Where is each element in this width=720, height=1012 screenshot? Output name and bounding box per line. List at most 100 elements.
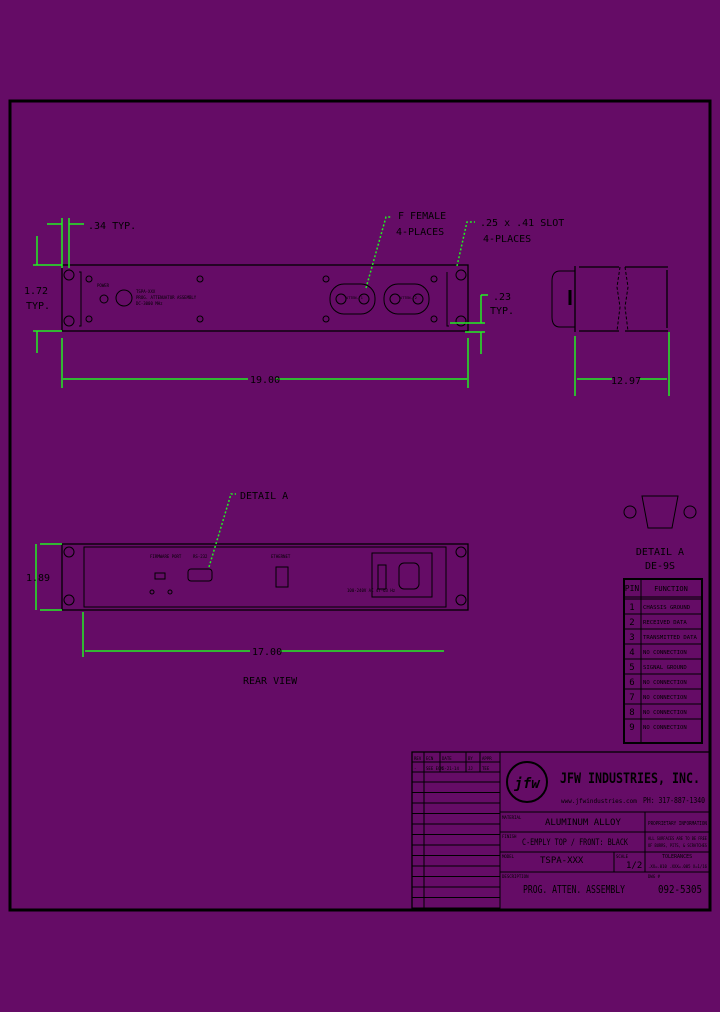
panel-model-label: TSPA-XXX	[136, 289, 156, 294]
dim-slot-suffix: TYP.	[490, 306, 514, 317]
surfaces-note-2: OF BURRS, PITS, & SCRATCHES	[648, 843, 708, 848]
finish-value: C-EMPLY TOP / FRONT: BLACK	[522, 838, 628, 848]
pin-number: 2	[629, 618, 634, 628]
serial-port-label: RS-232	[193, 554, 208, 559]
pin-number: 4	[629, 648, 634, 658]
detail-callout: DETAIL A	[240, 491, 288, 502]
tolerances-label: TOLERANCES	[662, 854, 692, 860]
panel-name-label: PROG. ATTENUATOR ASSEMBLY	[136, 295, 197, 300]
firmware-port-label: FIRMWARE PORT	[150, 554, 182, 559]
pin-number: 1	[629, 603, 634, 613]
finish-label: FINISH	[502, 834, 517, 839]
panel-freq-label: DC-3000 MHz	[136, 301, 163, 306]
revision-cell: SEE ECN	[426, 766, 443, 771]
pin-number: 3	[629, 633, 634, 643]
rear-panel	[61, 543, 469, 611]
revision-header: REV	[414, 756, 422, 761]
handle	[551, 270, 575, 328]
pin-function: CHASSIS GROUND	[643, 605, 691, 611]
scale-label: SCALE	[616, 854, 629, 859]
logo-text: jfw	[513, 776, 541, 792]
note-connectors-2: 4-PLACES	[396, 227, 444, 238]
revision-cell: 5-21-14	[442, 766, 459, 771]
pin-function: TRANSMITTED DATA	[643, 635, 698, 641]
pin-function: NO CONNECTION	[643, 680, 687, 686]
mount-slot	[63, 269, 75, 281]
power-label: POWER	[97, 283, 110, 288]
atten2-label: ATTEN. 2	[400, 296, 417, 300]
rear-view: FIRMWARE PORT RS-232 ETHERNET 100-240V A…	[26, 491, 469, 687]
pin-row: 3 TRANSMITTED DATA	[624, 628, 702, 643]
pin-row: 4 NO CONNECTION	[624, 643, 702, 658]
material-value: ALUMINUM ALLOY	[545, 818, 621, 828]
pin-function: RECEIVED DATA	[643, 620, 687, 626]
pin-row: 6 NO CONNECTION	[624, 673, 702, 688]
mount-slot	[63, 315, 75, 327]
dim-slot: .23	[493, 292, 511, 303]
rear-dim-width: 17.00	[252, 647, 282, 658]
front-view: POWER TSPA-XXX PROG. ATTENUATOR ASSEMBLY…	[24, 211, 564, 388]
detail-subtitle: DE-9S	[645, 561, 675, 572]
iec-inlet-icon	[398, 562, 420, 590]
pin-function: NO CONNECTION	[643, 650, 687, 656]
dim-height: 1.72	[24, 286, 48, 297]
pin-function: SIGNAL GROUND	[643, 665, 687, 671]
atten1-label: ATTEN. 1	[346, 296, 363, 300]
note-connectors-1: F FEMALE	[398, 211, 446, 222]
pin-function: NO CONNECTION	[643, 710, 687, 716]
dim-width: 19.00	[250, 375, 280, 386]
dwg-number: 092-5305	[658, 883, 702, 896]
dim-height-suffix: TYP.	[26, 301, 50, 312]
sheet-border	[8, 99, 712, 912]
note-slot-1: .25 x .41 SLOT	[480, 218, 564, 229]
power-rating-label: 100-240V AC 47-63 Hz	[347, 588, 396, 593]
tolerances-value: .XX=.010 .XXX=.005 X=1/16	[648, 864, 708, 869]
de9-detail-icon	[641, 495, 679, 529]
company-name: JFW INDUSTRIES, INC.	[560, 771, 700, 787]
revision-header: ECN	[426, 756, 434, 761]
pin-row: 9 NO CONNECTION	[624, 718, 702, 733]
sma-connector-icon	[335, 293, 347, 305]
dim-depth: 12.97	[611, 376, 641, 387]
description-label: DESCRIPTION	[502, 874, 529, 879]
usb-port-icon	[154, 572, 166, 580]
pin-number: 9	[629, 723, 634, 733]
revision-header: APPR	[482, 756, 492, 761]
power-entry-module	[371, 552, 433, 598]
company-phone: PH: 317-887-1340	[643, 796, 705, 805]
detail-title: DETAIL A	[636, 547, 684, 558]
revision-cell: -	[414, 766, 416, 771]
rear-dim-height: 1.89	[26, 573, 50, 584]
sma-connector-icon	[412, 293, 424, 305]
mount-slot	[455, 315, 467, 327]
revision-cell: TEE	[482, 766, 490, 771]
revision-header: DATE	[442, 756, 452, 761]
surfaces-note-1: ALL SURFACES ARE TO BE FREE	[648, 836, 708, 841]
side-view: 12.97	[551, 266, 670, 396]
ethernet-port-icon	[275, 566, 289, 588]
company-logo	[506, 761, 548, 803]
dwg-label: DWG #	[648, 874, 661, 879]
revision-header: BY	[468, 756, 473, 761]
company-website: www.jfwindustries.com	[561, 798, 637, 805]
logo-icon	[115, 289, 133, 307]
pin-function: NO CONNECTION	[643, 725, 687, 731]
material-label: MATERIAL	[502, 815, 522, 820]
mount-slot	[455, 269, 467, 281]
note-slot-2: 4-PLACES	[483, 234, 531, 245]
pin-number: 6	[629, 678, 634, 688]
model-label: MODEL	[502, 854, 515, 859]
pin-header: PIN	[625, 584, 640, 593]
sma-connector-icon	[389, 293, 401, 305]
pin-number: 7	[629, 693, 634, 703]
de9-connector-icon	[187, 568, 213, 582]
ethernet-label: ETHERNET	[271, 554, 291, 559]
front-panel	[61, 264, 469, 332]
description-value: PROG. ATTEN. ASSEMBLY	[523, 883, 625, 896]
